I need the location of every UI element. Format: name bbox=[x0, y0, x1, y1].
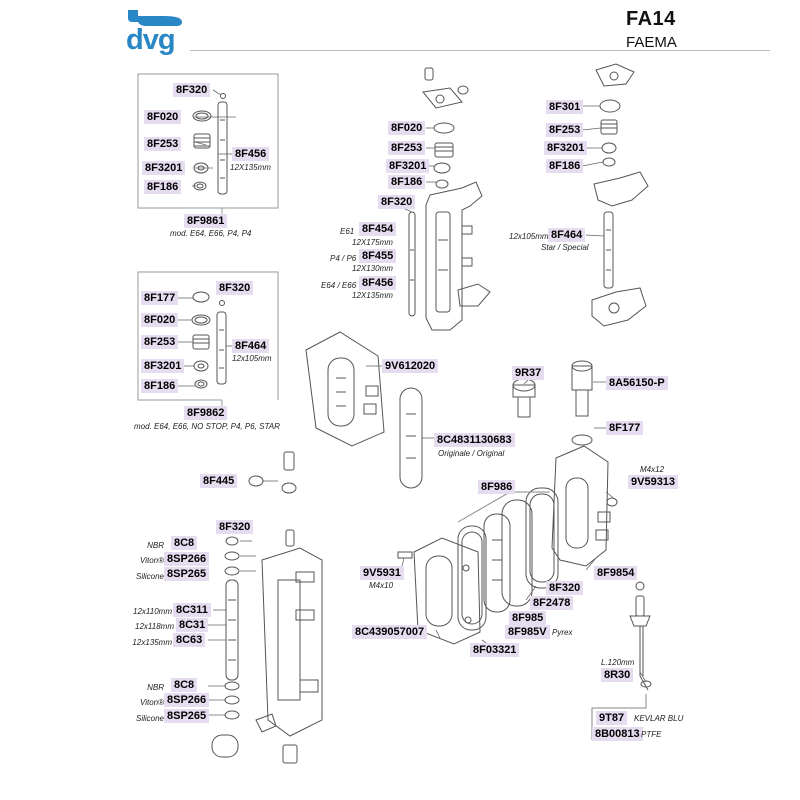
part-note-g6-j: Viton® bbox=[140, 698, 164, 707]
part-code-g7-c: 9V5931 bbox=[360, 566, 404, 580]
logo-text: dvg bbox=[126, 24, 176, 56]
part-note-g6-e: Silicone bbox=[135, 572, 164, 581]
part-note-g8-a: L.120mm bbox=[601, 658, 635, 667]
part-code-g3-d: 8F186 bbox=[546, 159, 584, 173]
part-code-g8-b: 9T87 bbox=[596, 711, 628, 725]
part-code-g3-c: 8F3201 bbox=[544, 141, 588, 155]
part-code-g1-d: 8F3201 bbox=[142, 161, 186, 175]
part-code-g4-b: 8F320 bbox=[216, 281, 254, 295]
part-code-g7-d: 8C439057007 bbox=[352, 625, 428, 639]
part-code-g6-b: 8F320 bbox=[216, 520, 254, 534]
part-code-g1-e: 8F186 bbox=[144, 180, 182, 194]
part-note-g8-b: KEVLAR BLU bbox=[634, 714, 684, 723]
part-note-g6-h: 12x135mm bbox=[132, 638, 172, 647]
part-code-g4-d: 8F253 bbox=[141, 335, 179, 349]
part-note-g7-i: Pyrex bbox=[552, 628, 573, 637]
part-code-g1-f: 8F456 bbox=[232, 147, 270, 161]
g1-parts bbox=[192, 93, 228, 195]
part-note-g6-g: 12x118mm bbox=[135, 622, 174, 631]
part-code-g7-b: 9V59313 bbox=[628, 475, 679, 489]
g6-parts bbox=[211, 451, 323, 764]
part-code-g6-i: 8C8 bbox=[171, 678, 198, 692]
part-code-g2-h: 8F456 bbox=[359, 276, 397, 290]
g2-parts bbox=[408, 67, 491, 331]
part-code-g6-c: 8C8 bbox=[171, 536, 198, 550]
part-code-g7-i: 8F985V bbox=[505, 625, 550, 639]
part-code-g4-c: 8F020 bbox=[141, 313, 179, 327]
kit-note-g4: mod. E64, E66, NO STOP, P4, P6, STAR bbox=[134, 422, 280, 431]
part-code-g2-d: 8F186 bbox=[388, 175, 426, 189]
part-note-g6-k: Silicone bbox=[135, 714, 164, 723]
part-note-g5-e: Originale / Original bbox=[438, 449, 505, 458]
part-code-g7-g: 8F2478 bbox=[530, 596, 574, 610]
part-note-g3-e-left: 12x105mm bbox=[509, 232, 549, 241]
part-code-g8-a: 8R30 bbox=[601, 668, 634, 682]
part-code-g7-a: 8F986 bbox=[478, 480, 516, 494]
part-code-g3-a: 8F301 bbox=[546, 100, 584, 114]
part-note-g3-e-below: Star / Special bbox=[541, 243, 589, 252]
g8-parts bbox=[629, 581, 652, 691]
part-code-g8-c: 8B00813 bbox=[592, 727, 643, 741]
part-code-g2-g: 8F455 bbox=[359, 249, 397, 263]
part-code-g4-g: 8F186 bbox=[141, 379, 179, 393]
part-note-g1-f: 12X135mm bbox=[230, 163, 271, 172]
logo-tap-icon bbox=[128, 10, 182, 32]
part-note-g4-e: 12x105mm bbox=[232, 354, 272, 363]
g5-parts bbox=[305, 331, 593, 489]
part-code-g1-b: 8F020 bbox=[144, 110, 182, 124]
g4-parts bbox=[191, 291, 227, 389]
page-title: FA14 bbox=[626, 8, 676, 30]
part-code-g2-e: 8F320 bbox=[378, 195, 416, 209]
part-code-g5-e: 8C4831130683 bbox=[434, 433, 515, 447]
part-code-g6-h: 8C63 bbox=[173, 633, 206, 647]
part-code-g2-f: 8F454 bbox=[359, 222, 397, 236]
part-code-g6-e: 8SP265 bbox=[164, 567, 210, 581]
part-note-g8-c: PTFE bbox=[641, 730, 662, 739]
part-code-g6-g: 8C31 bbox=[176, 618, 209, 632]
part-code-g6-d: 8SP266 bbox=[164, 552, 210, 566]
part-note-g2-g-below: 12X130mm bbox=[352, 264, 393, 273]
kit-note-g1: mod. E64, E66, P4, P4 bbox=[170, 229, 252, 238]
part-note-g6-c: NBR bbox=[147, 541, 164, 550]
part-code-g2-c: 8F3201 bbox=[386, 159, 430, 173]
part-code-g2-a: 8F020 bbox=[388, 121, 426, 135]
part-note-g2-h-left: E64 / E66 bbox=[321, 281, 357, 290]
part-note-g6-f: 12x110mm bbox=[133, 607, 172, 616]
part-code-g7-e: 8F320 bbox=[546, 581, 584, 595]
g7-parts bbox=[397, 445, 618, 645]
part-note-g6-i: NBR bbox=[147, 683, 164, 692]
part-code-g6-k: 8SP265 bbox=[164, 709, 210, 723]
part-code-g3-b: 8F253 bbox=[546, 123, 584, 137]
part-code-g1-c: 8F253 bbox=[144, 137, 182, 151]
part-code-g4-e: 8F464 bbox=[232, 339, 270, 353]
part-code-g6-j: 8SP266 bbox=[164, 693, 210, 707]
part-code-g7-f: 8F9854 bbox=[594, 566, 638, 580]
g3-parts bbox=[591, 63, 649, 327]
part-note-g2-f-below: 12X175mm bbox=[352, 238, 393, 247]
kit-code-g4: 8F9862 bbox=[184, 406, 228, 420]
header-divider bbox=[190, 50, 770, 51]
part-code-g5-a: 9V612020 bbox=[382, 359, 439, 373]
page-subtitle: FAEMA bbox=[626, 34, 677, 51]
part-code-g6-a: 8F445 bbox=[200, 474, 238, 488]
part-note-g7-b: M4x12 bbox=[640, 465, 665, 474]
part-code-g2-b: 8F253 bbox=[388, 141, 426, 155]
kit-code-g1: 8F9861 bbox=[184, 214, 228, 228]
part-note-g7-c: M4x10 bbox=[369, 581, 394, 590]
part-note-g2-f-left: E61 bbox=[340, 227, 355, 236]
part-code-g5-b: 9R37 bbox=[512, 366, 545, 380]
part-code-g5-c: 8A56150-P bbox=[606, 376, 668, 390]
part-code-g4-a: 8F177 bbox=[141, 291, 179, 305]
part-note-g6-d: Viton® bbox=[140, 556, 164, 565]
part-code-g3-e: 8F464 bbox=[548, 228, 586, 242]
part-code-g1-a: 8F320 bbox=[173, 83, 211, 97]
part-code-g6-f: 8C311 bbox=[173, 603, 211, 617]
part-code-g4-f: 8F3201 bbox=[141, 359, 185, 373]
part-note-g2-h-below: 12X135mm bbox=[352, 291, 393, 300]
part-code-g7-h: 8F985 bbox=[509, 611, 547, 625]
part-note-g2-g-left: P4 / P6 bbox=[330, 254, 357, 263]
part-code-g5-d: 8F177 bbox=[606, 421, 644, 435]
part-code-g7-j: 8F03321 bbox=[470, 643, 520, 657]
